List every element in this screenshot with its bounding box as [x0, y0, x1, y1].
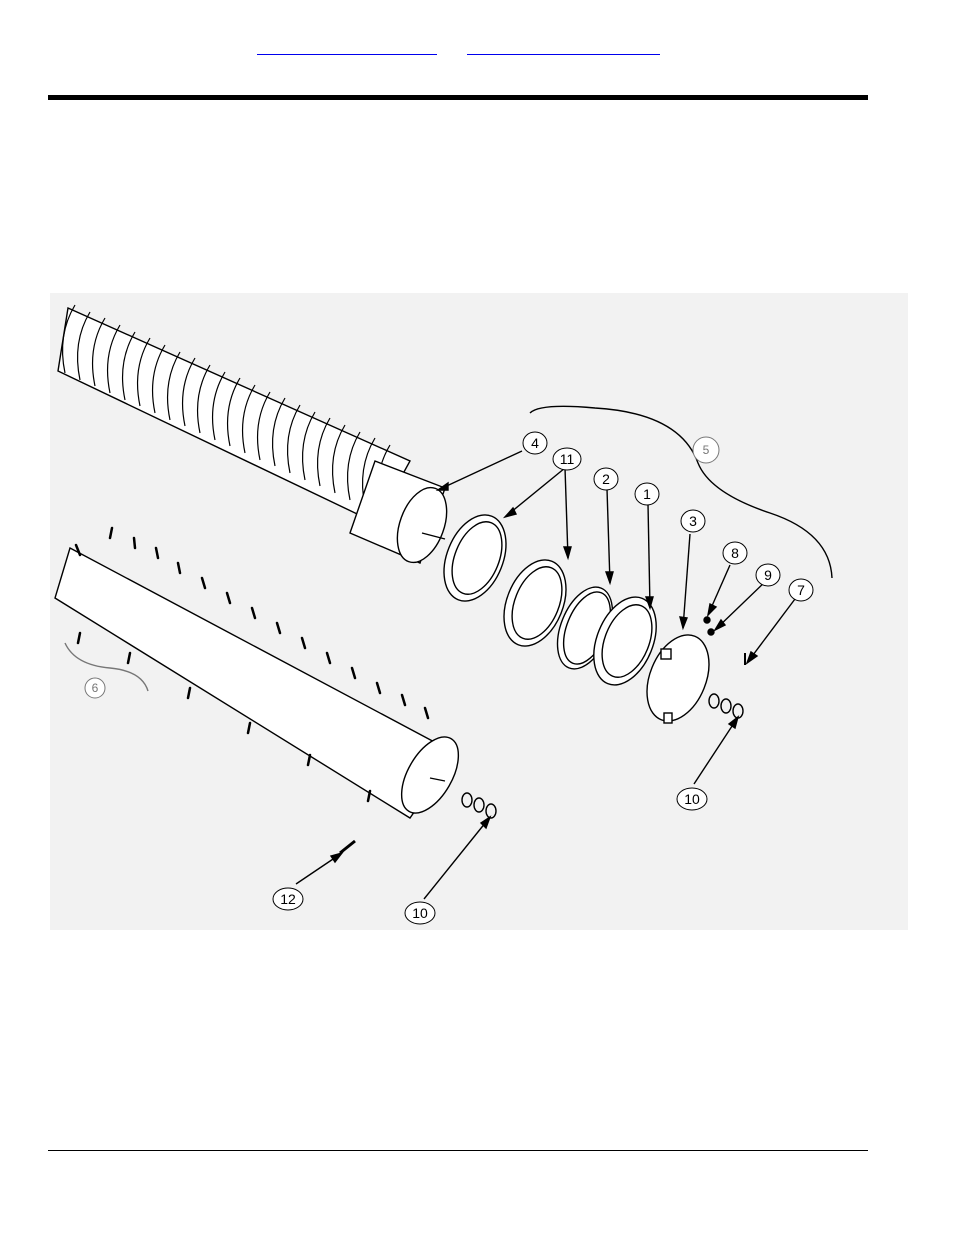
spiked-roller: [55, 528, 470, 822]
top-rule: [48, 95, 868, 100]
header-link-right[interactable]: [467, 40, 660, 55]
header-link-left[interactable]: [257, 40, 437, 55]
callout-8: 8: [723, 542, 747, 564]
group-5-brace: [530, 406, 832, 578]
bottom-rule: [48, 1150, 868, 1151]
parts-diagram-drawing: 4 11 2 1 5 3 8 9 7 6 10 10 12: [50, 293, 908, 930]
svg-text:3: 3: [689, 513, 697, 529]
svg-text:2: 2: [602, 471, 610, 487]
svg-text:10: 10: [684, 791, 700, 807]
callout-10-lower: 10: [405, 902, 435, 924]
callout-10-upper: 10: [677, 788, 707, 810]
pin-12: [340, 841, 355, 853]
svg-text:9: 9: [764, 567, 772, 583]
washers-10-lower: [462, 793, 496, 818]
callout-4: 4: [523, 432, 547, 454]
callout-9: 9: [756, 564, 780, 586]
callout-1: 1: [635, 483, 659, 505]
svg-text:6: 6: [92, 681, 99, 695]
group-6-brace: [65, 643, 148, 691]
exploded-parts-diagram: 4 11 2 1 5 3 8 9 7 6 10 10 12: [50, 293, 908, 930]
svg-text:11: 11: [560, 451, 575, 467]
callout-6: 6: [85, 678, 105, 698]
callout-3: 3: [681, 510, 705, 532]
callout-7: 7: [789, 579, 813, 601]
svg-text:5: 5: [703, 443, 710, 457]
callout-5: 5: [693, 437, 719, 463]
ribbed-roller: [58, 305, 456, 569]
svg-text:4: 4: [531, 435, 539, 451]
callout-2: 2: [594, 468, 618, 490]
callout-12: 12: [273, 888, 303, 910]
svg-text:8: 8: [731, 545, 739, 561]
svg-text:7: 7: [797, 582, 805, 598]
washers-10-upper: [709, 694, 743, 718]
svg-text:12: 12: [280, 891, 296, 907]
svg-text:10: 10: [412, 905, 428, 921]
svg-text:1: 1: [643, 486, 651, 502]
callout-11: 11: [553, 448, 581, 470]
